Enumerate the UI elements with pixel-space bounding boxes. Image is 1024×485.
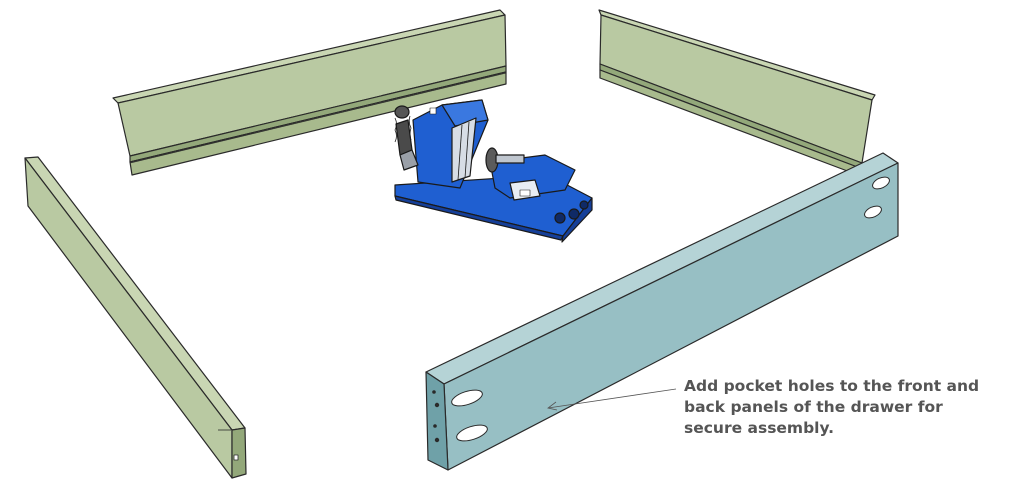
callout-line-2: back panels of the drawer for <box>684 398 943 416</box>
pocket-hole-jig-icon <box>394 99 593 243</box>
back-right-panel <box>598 9 876 176</box>
pocket-hole-icon <box>451 176 890 442</box>
callout-leader-line <box>547 388 677 409</box>
callout-text: Add pocket holes to the front and back p… <box>684 376 1004 439</box>
back-left-panel <box>112 9 507 176</box>
callout-line-3: secure assembly. <box>684 419 835 437</box>
left-side-panel <box>24 156 247 479</box>
callout-line-1: Add pocket holes to the front and <box>684 377 980 395</box>
front-panel <box>425 152 899 471</box>
callout-arrowhead <box>547 401 558 411</box>
